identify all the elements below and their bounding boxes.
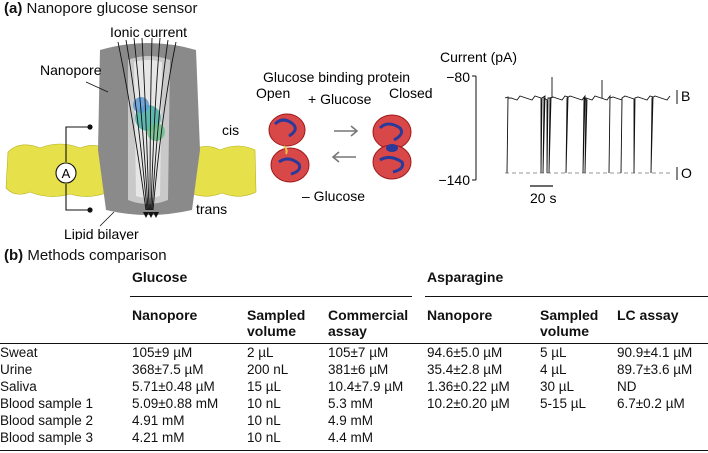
nanopore-body-shape [98, 43, 200, 215]
table-cell: 105±9 µM [132, 345, 193, 360]
forward-arrow-icon [334, 125, 359, 137]
table-cell: 105±7 µM [328, 345, 389, 360]
row-sample-label: Blood sample 3 [0, 430, 94, 445]
protein-open-icon [268, 113, 310, 183]
table-cell: 5-15 µL [540, 396, 587, 411]
lipid-bilayer-label: Lipid bilayer [64, 226, 139, 240]
table-cell: 1.36±0.22 µM [427, 379, 510, 394]
panel-b-heading: (b) Methods comparison [4, 247, 167, 264]
table-cell: 4 µL [540, 362, 567, 377]
panel-a-title: Nanopore glucose sensor [26, 0, 198, 17]
table-cell: ND [617, 379, 637, 394]
trans-label: trans [196, 201, 227, 217]
table-cell: 10 nL [247, 430, 281, 445]
cis-label: cis [222, 122, 239, 138]
ammeter-symbol: A [62, 166, 71, 181]
minus-glucose-label: – Glucose [302, 188, 365, 204]
table-cell: 35.4±2.8 µM [427, 362, 503, 377]
group-asparagine: Asparagine [427, 269, 504, 285]
header-rule [0, 343, 708, 344]
table-cell: 10 nL [247, 413, 281, 428]
panel-a-heading: (a) Nanopore glucose sensor [4, 0, 197, 17]
ionic-current-label: Ionic current [110, 24, 187, 40]
col-commercial-assay: Commercial assay [328, 307, 409, 339]
col-volume-asparagine: Sampled volume [540, 307, 599, 339]
glucose-rule [130, 296, 412, 297]
table-cell: 4.4 mM [328, 430, 374, 445]
table-cell: 94.6±5.0 µM [427, 345, 503, 360]
ammeter-circuit [65, 126, 90, 211]
table-cell: 6.7±0.2 µM [617, 396, 685, 411]
col-nanopore-glucose: Nanopore [132, 307, 198, 323]
table-cell: 30 µL [540, 379, 575, 394]
panel-a-label: (a) [4, 0, 23, 17]
panel-b-title: Methods comparison [27, 247, 167, 264]
electrode-top [87, 124, 93, 130]
table-cell: 381±6 µM [328, 362, 389, 377]
level-o-label: O [681, 165, 692, 181]
table-cell: 15 µL [247, 379, 282, 394]
row-sample-label: Blood sample 1 [0, 396, 94, 411]
nanopore-figure: A Nanopore Ionic current cis trans Lipid… [5, 24, 692, 242]
row-sample-label: Saliva [0, 379, 37, 394]
nanopore-label: Nanopore [40, 62, 102, 78]
table-cell: 10 nL [247, 396, 281, 411]
open-label: Open [256, 85, 290, 101]
panel-b-label: (b) [4, 247, 24, 264]
group-glucose: Glucose [132, 269, 188, 285]
table-cell: 4.9 mM [328, 413, 374, 428]
table-cell: 5.3 mM [328, 396, 374, 411]
current-trace [504, 77, 671, 174]
table-cell: 200 nL [247, 362, 289, 377]
trace-tick-bottom: −140 [438, 172, 470, 188]
row-sample-label: Blood sample 2 [0, 413, 94, 428]
table-cell: 10.4±7.9 µM [328, 379, 404, 394]
table-cell: 368±7.5 µM [132, 362, 204, 377]
table-cell: 5.71±0.48 µM [132, 379, 215, 394]
ionic-current-lines [117, 37, 177, 211]
closed-label: Closed [389, 85, 433, 101]
table-cell: 89.7±3.6 µM [617, 362, 693, 377]
level-b-label: B [681, 88, 690, 104]
protein-closed-icon [372, 114, 412, 180]
table-cell: 5 µL [540, 345, 567, 360]
ionic-current-arrowheads [143, 212, 159, 218]
col-lc-assay: LC assay [617, 307, 679, 323]
asparagine-rule [425, 296, 708, 297]
gbp-title: Glucose binding protein [263, 69, 410, 85]
table-cell: 2 µL [247, 345, 274, 360]
col-nanopore-asparagine: Nanopore [427, 307, 493, 323]
trace-tick-top: −80 [446, 69, 470, 85]
electrode-bottom [87, 207, 93, 213]
table-cell: 5.09±0.88 mM [132, 396, 219, 411]
scalebar-label: 20 s [530, 190, 556, 206]
lipid-pointer [99, 211, 115, 227]
table-cell: 4.21 mM [132, 430, 185, 445]
plus-glucose-label: + Glucose [308, 91, 372, 107]
trace-ylabel: Current (pA) [440, 49, 517, 65]
trace-axis [472, 75, 477, 181]
table-cell: 90.9±4.1 µM [617, 345, 693, 360]
table-cell: 4.91 mM [132, 413, 185, 428]
bottom-rule [0, 450, 708, 451]
ammeter-icon [55, 162, 77, 184]
reverse-arrow-icon [331, 151, 356, 163]
table-cell: 10.2±0.20 µM [427, 396, 510, 411]
nanopore-pointer [85, 81, 109, 93]
row-sample-label: Sweat [0, 345, 38, 360]
row-sample-label: Urine [0, 362, 33, 377]
nanopore-figure-svg: A Nanopore Ionic current cis trans Lipid… [5, 24, 692, 242]
col-volume-glucose: Sampled volume [247, 307, 306, 339]
